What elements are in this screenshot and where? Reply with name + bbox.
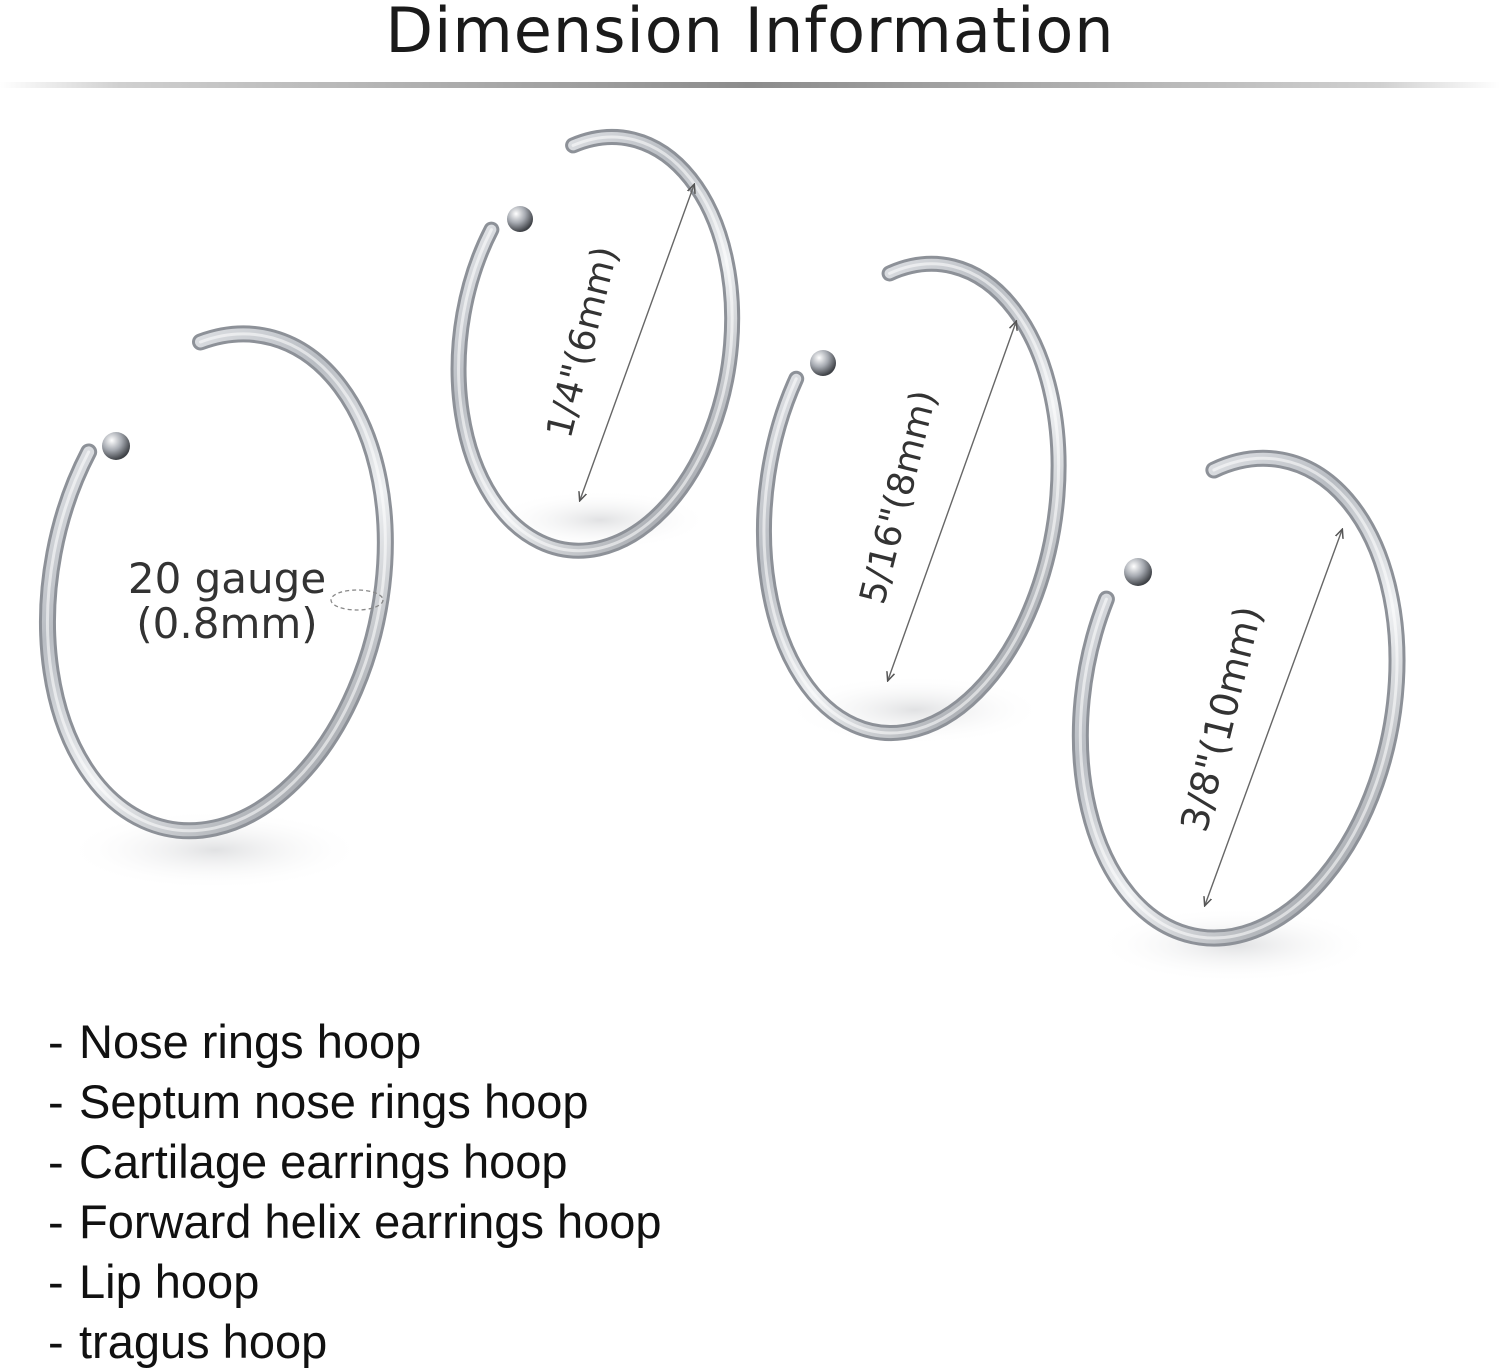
ring-ball-end xyxy=(102,432,130,460)
list-item: -tragus hoop xyxy=(48,1315,328,1368)
ring-6mm: 1/4"(6mm) xyxy=(450,129,741,559)
dimension-arrow xyxy=(888,322,1016,680)
ring-ball-end xyxy=(507,206,533,232)
list-item-label: Lip hoop xyxy=(79,1255,260,1308)
list-item: -Cartilage earrings hoop xyxy=(48,1135,568,1188)
page-title: Dimension Information xyxy=(385,0,1115,67)
ring-10mm: 3/8"(10mm) xyxy=(1071,449,1406,983)
uses-list: -Nose rings hoop -Septum nose rings hoop… xyxy=(48,1012,662,1372)
ring-ball-end xyxy=(810,350,836,376)
dimension-arrow xyxy=(1205,530,1342,905)
size-label-6mm: 1/4"(6mm) xyxy=(539,242,626,442)
list-item: -Septum nose rings hoop xyxy=(48,1075,589,1128)
title-divider xyxy=(0,82,1500,88)
list-item: -Nose rings hoop xyxy=(48,1015,422,1068)
gauge-label-line1: 20 gauge xyxy=(128,554,326,603)
ring-8mm: 5/16"(8mm) xyxy=(756,255,1067,745)
list-item: -Forward helix earrings hoop xyxy=(48,1195,662,1248)
rings-illustration: 20 gauge (0.8mm) 1/4"(6mm) 5/16"(8mm) xyxy=(39,129,1406,983)
size-label-8mm: 5/16"(8mm) xyxy=(853,386,946,608)
list-item-label: tragus hoop xyxy=(79,1315,328,1368)
list-item-label: Forward helix earrings hoop xyxy=(79,1195,662,1248)
ring-ball-end xyxy=(1124,558,1152,586)
size-label-10mm: 3/8"(10mm) xyxy=(1172,602,1270,836)
ring-20-gauge: 20 gauge (0.8mm) xyxy=(39,325,394,890)
list-item-label: Nose rings hoop xyxy=(79,1015,422,1068)
dimension-arrow xyxy=(580,185,694,500)
list-item-label: Cartilage earrings hoop xyxy=(79,1135,568,1188)
gauge-label-line2: (0.8mm) xyxy=(136,599,317,648)
list-item: -Lip hoop xyxy=(48,1255,260,1308)
list-item-label: Septum nose rings hoop xyxy=(79,1075,589,1128)
